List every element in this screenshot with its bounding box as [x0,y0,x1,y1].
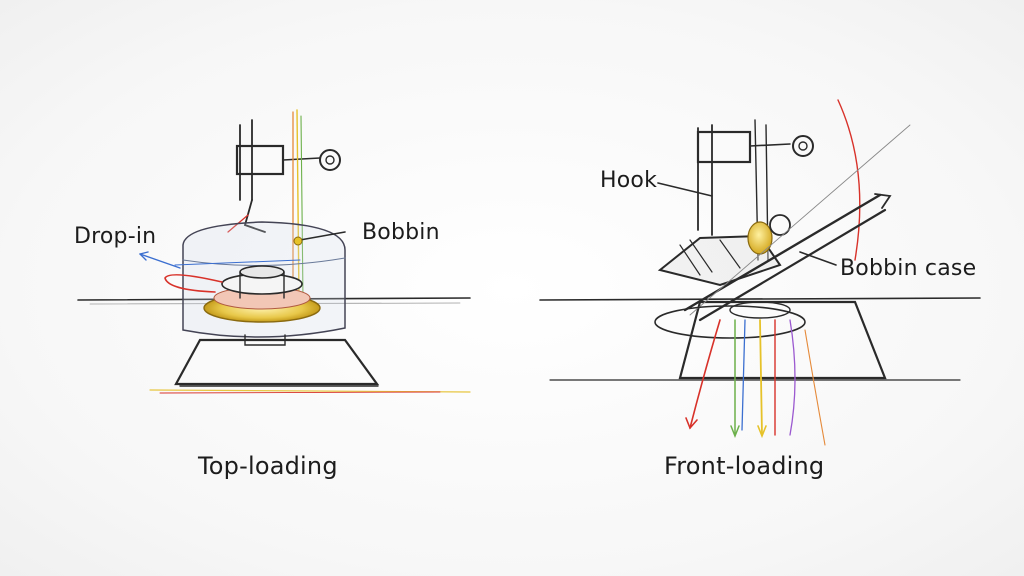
arm [749,143,791,147]
thread-yellow-drop [759,319,763,436]
red-guide-line [159,391,441,394]
bobbin-disk-inner [729,301,791,319]
bobbin-mount [244,334,286,346]
bobbin-marker [293,236,303,246]
gear [769,214,791,236]
thread-yellow [296,109,300,301]
caption-front-loading: Front-loading [664,452,825,480]
hook-detail [679,239,741,276]
bobbin-disk [654,305,806,339]
drop-in-arrow [139,253,181,269]
caption-top-loading: Top-loading [198,452,338,480]
tension-knob [319,149,341,171]
thread-blue-drop [741,319,746,431]
thread-orange-drop [804,329,826,446]
bobbin-case-bar-bottom [698,208,887,322]
bobbin-spindle [239,265,285,279]
thread-red-top [837,99,861,261]
thread-green [300,115,304,301]
tension-knob-center [325,155,335,165]
thread-blue-line [174,259,301,266]
hook-gold-part [747,221,773,255]
table-surface-line [539,297,981,301]
bobbin-case-arrowhead [874,193,892,209]
presser-head [696,130,752,164]
tension-knob [792,135,814,157]
thread-red-arrowhead [685,417,698,430]
drop-in-arrowhead [139,251,149,261]
thread-red-loop [164,274,223,293]
label-drop-in: Drop-in [74,224,157,249]
bobbin-case-leader-line [799,251,837,266]
base-plate [174,338,380,386]
thread-green-arrowhead [730,425,740,439]
thread-purple-drop [789,319,796,436]
label-bobbin: Bobbin [362,220,440,245]
spindle-sides [239,271,285,299]
thread-red-drop [689,319,721,429]
tension-knob-center [798,141,808,151]
presser-head [235,144,285,176]
thread-yellow-arrowhead [757,425,767,439]
needle-clamp [243,199,266,233]
label-bobbin-case: Bobbin case [840,256,977,281]
base-plate [678,300,887,380]
hook-leader-line [657,182,713,197]
label-hook: Hook [600,168,658,193]
bobbin-leader-line [299,231,346,241]
front-loading-sketch [539,99,981,446]
top-loading-sketch [77,109,471,394]
diagonal-guide [689,124,911,316]
